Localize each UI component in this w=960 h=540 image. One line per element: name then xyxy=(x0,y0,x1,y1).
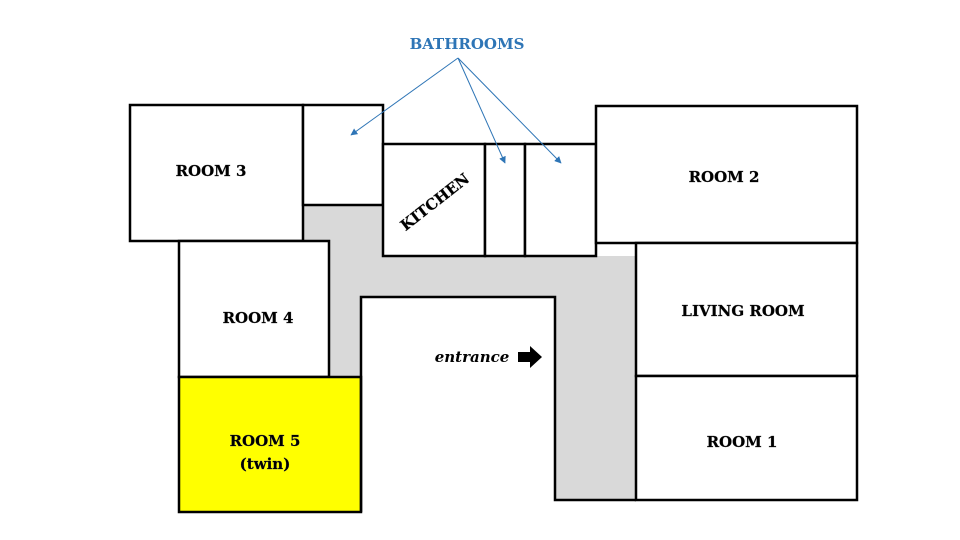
room-1 xyxy=(634,374,859,502)
living-room xyxy=(634,241,859,378)
bathroom-pointer-1 xyxy=(350,57,459,136)
room-4 xyxy=(177,239,331,379)
corridor xyxy=(304,205,635,500)
bathroom-pointer-3 xyxy=(457,57,562,164)
entrance-label: entrance xyxy=(435,348,510,366)
kitchen xyxy=(381,142,487,258)
bathroom-2 xyxy=(483,142,527,258)
room-5-label-line1: ROOM 5 xyxy=(230,432,301,450)
living-room-label: LIVING ROOM xyxy=(681,302,804,320)
arrow-right-icon xyxy=(518,346,542,368)
bathroom-3 xyxy=(523,142,598,258)
room-3 xyxy=(128,103,305,243)
bathroom-pointer-2 xyxy=(457,57,506,164)
room-1-label: ROOM 1 xyxy=(707,433,778,451)
room-5 xyxy=(177,375,363,514)
room-5-label-line2: (twin) xyxy=(240,455,291,473)
entrance-wall xyxy=(359,295,636,512)
room-4-label: ROOM 4 xyxy=(223,309,294,327)
room-3-label: ROOM 3 xyxy=(176,162,247,180)
room-2 xyxy=(594,104,859,245)
bathrooms-annotation-label: BATHROOMS xyxy=(410,35,525,53)
room-2-label: ROOM 2 xyxy=(689,168,760,186)
